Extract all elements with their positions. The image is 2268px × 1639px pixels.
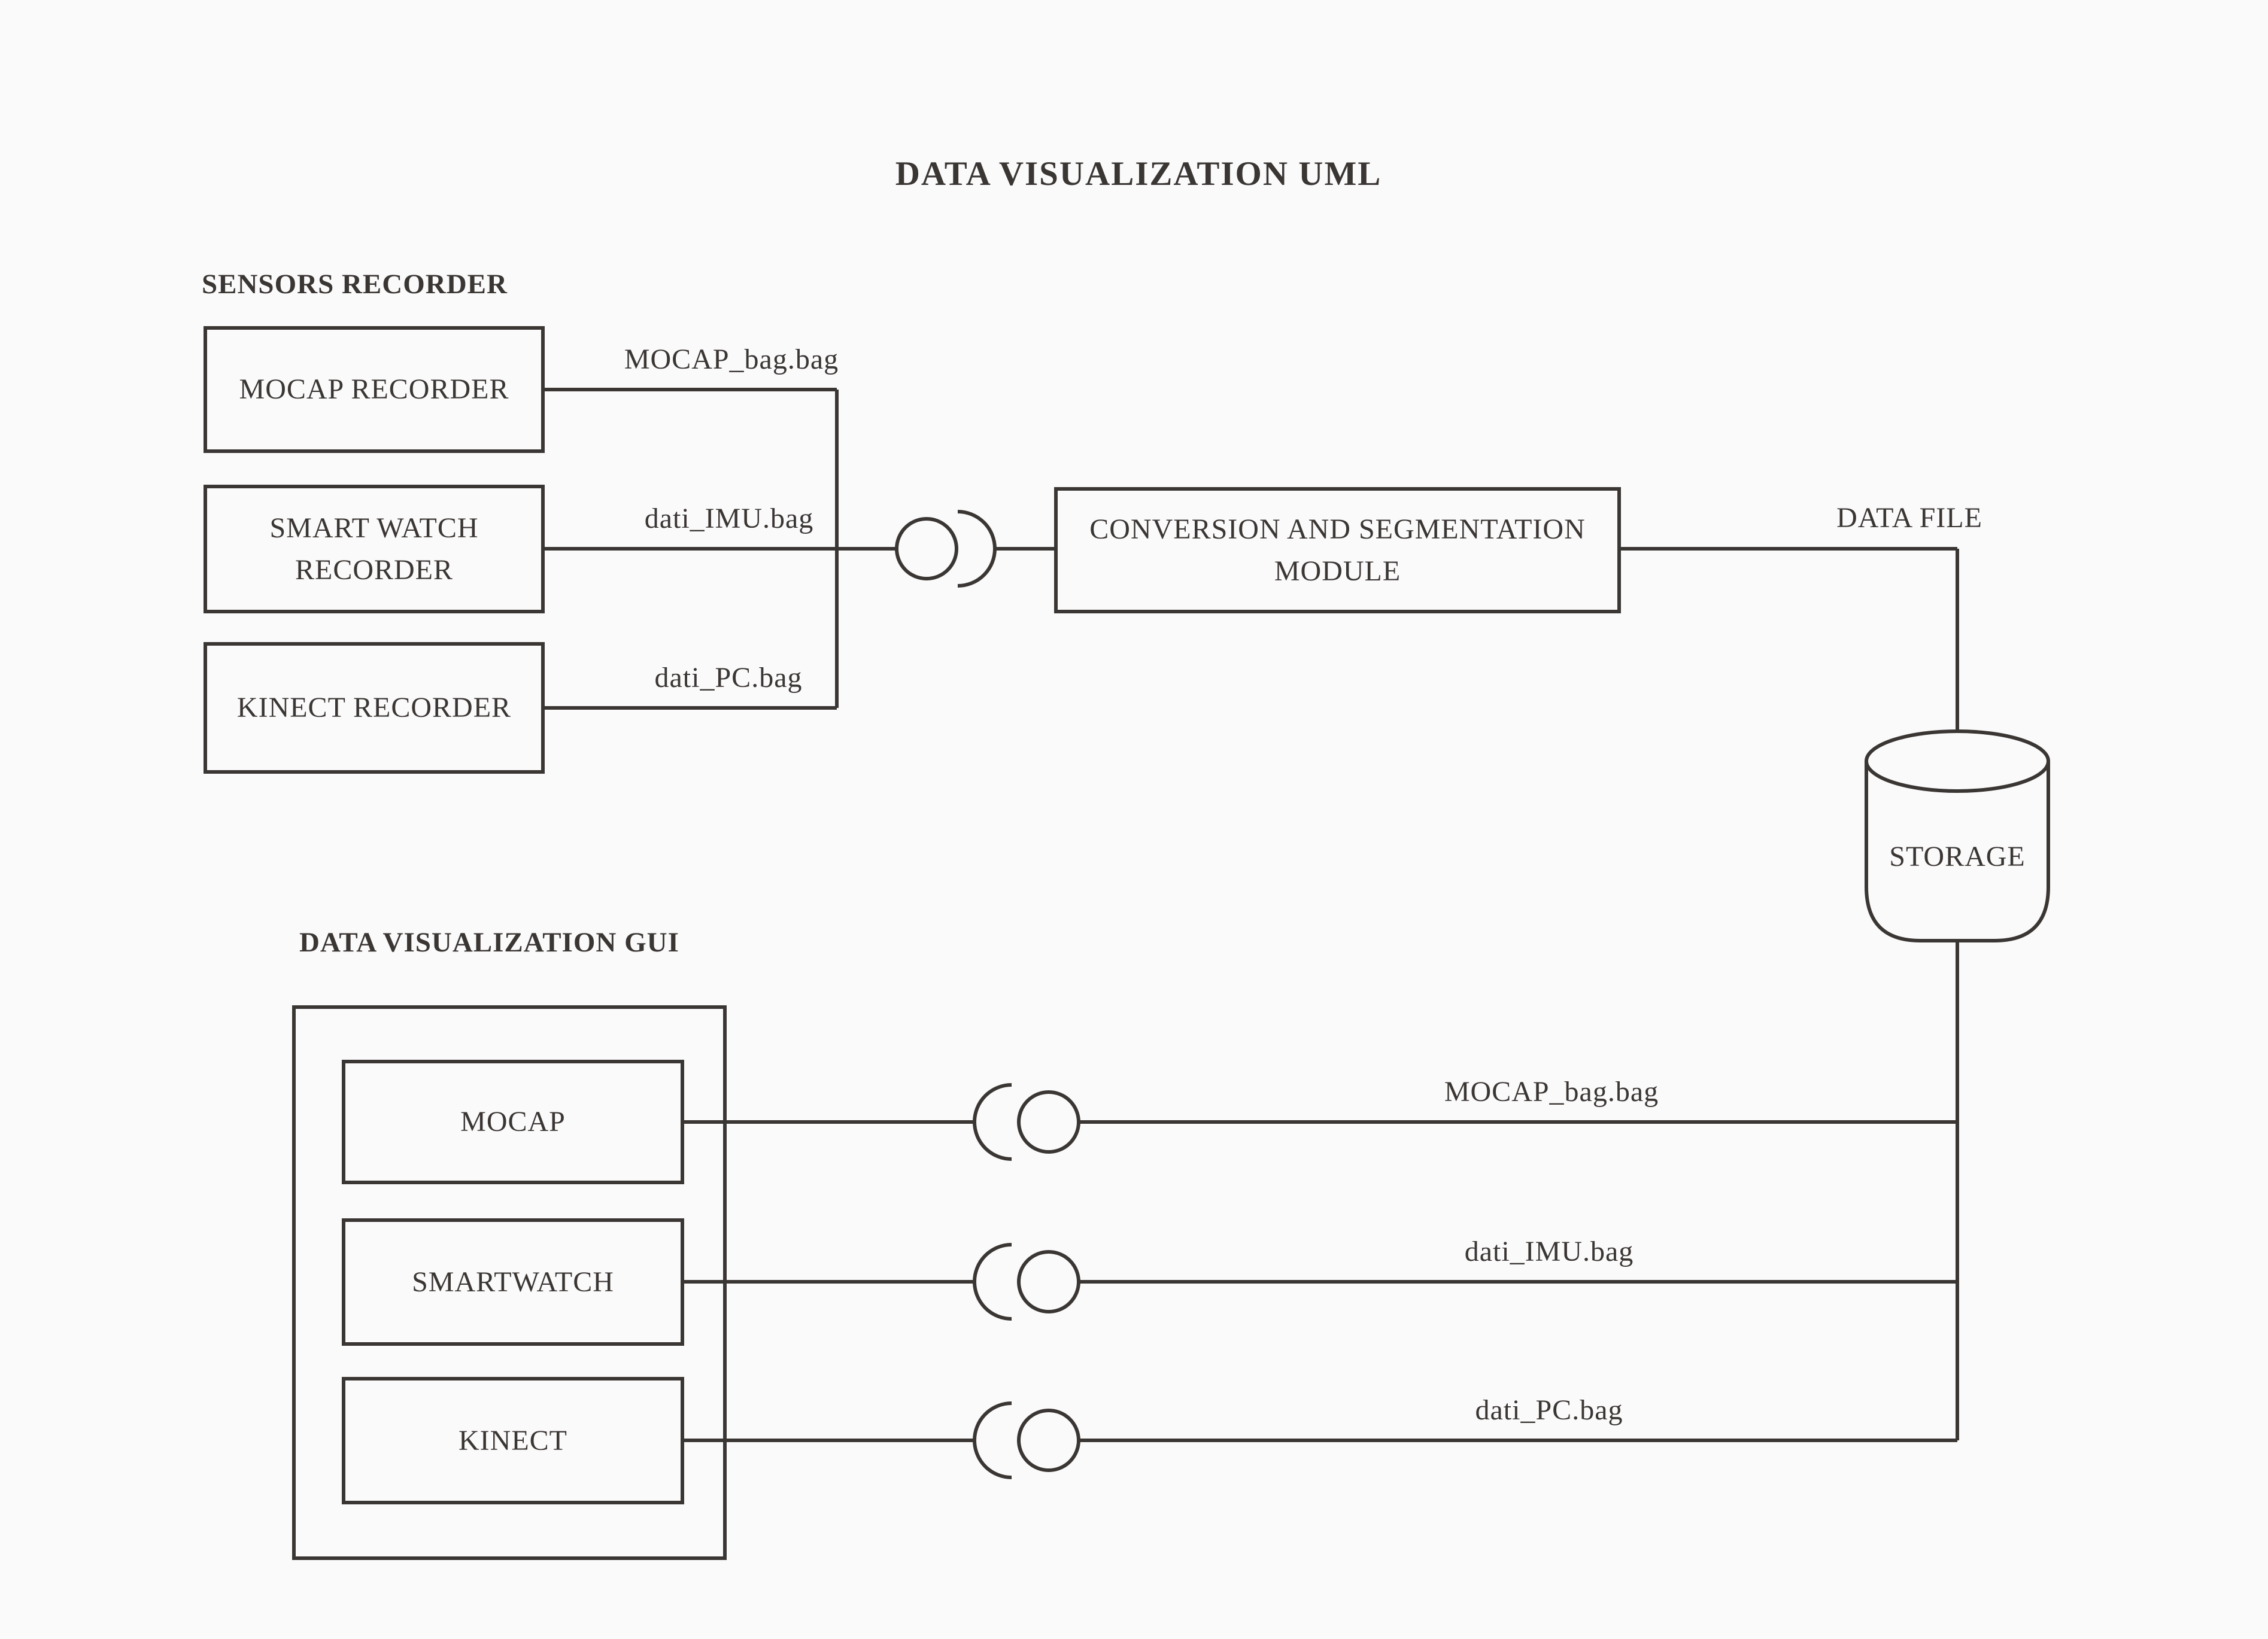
edge-label-dati-imu-gui: dati_IMU.bag (1464, 1236, 1634, 1267)
socket-interface-icon (973, 1083, 1012, 1161)
node-gui-mocap: MOCAP (342, 1060, 684, 1184)
storage-cylinder-top-icon (1865, 729, 2050, 793)
socket-interface-icon (973, 1243, 1012, 1321)
node-mocap-recorder: MOCAP RECORDER (204, 326, 545, 453)
node-label: CONVERSION AND SEGMENTATION MODULE (1089, 513, 1586, 587)
node-gui-smartwatch: SMARTWATCH (342, 1218, 684, 1346)
node-kinect-recorder: KINECT RECORDER (204, 642, 545, 774)
node-smart-watch-recorder: SMART WATCH RECORDER (204, 485, 545, 613)
storage-label: STORAGE (1889, 841, 2026, 872)
node-gui-kinect: KINECT (342, 1377, 684, 1504)
gui-container (292, 1005, 727, 1560)
node-label: KINECT RECORDER (236, 692, 512, 724)
page-title: DATA VISUALIZATION UML (895, 155, 1382, 193)
socket-interface-icon (957, 510, 997, 588)
node-label: MOCAP (460, 1106, 566, 1138)
sensors-recorder-heading: SENSORS RECORDER (202, 269, 508, 300)
ball-interface-icon (1017, 1250, 1080, 1313)
gui-heading: DATA VISUALIZATION GUI (299, 927, 679, 958)
node-label: SMART WATCH RECORDER (269, 512, 479, 586)
node-label: MOCAP RECORDER (239, 373, 509, 406)
edge-label-dati-imu: dati_IMU.bag (644, 503, 814, 534)
edge-label-dati-pc: dati_PC.bag (654, 662, 803, 694)
socket-interface-icon (973, 1401, 1012, 1479)
ball-interface-icon (895, 517, 958, 580)
ball-interface-icon (1017, 1090, 1080, 1154)
ball-interface-icon (1017, 1409, 1080, 1472)
edge-label-data-file: DATA FILE (1836, 502, 1982, 534)
edge-label-mocap-bag: MOCAP_bag.bag (624, 343, 839, 375)
edge-label-mocap-bag-gui: MOCAP_bag.bag (1444, 1076, 1659, 1108)
node-label: KINECT (459, 1424, 567, 1456)
node-label: SMARTWATCH (412, 1266, 614, 1298)
edge-label-dati-pc-gui: dati_PC.bag (1475, 1394, 1623, 1426)
node-conversion-segmentation-module: CONVERSION AND SEGMENTATION MODULE (1054, 487, 1621, 613)
